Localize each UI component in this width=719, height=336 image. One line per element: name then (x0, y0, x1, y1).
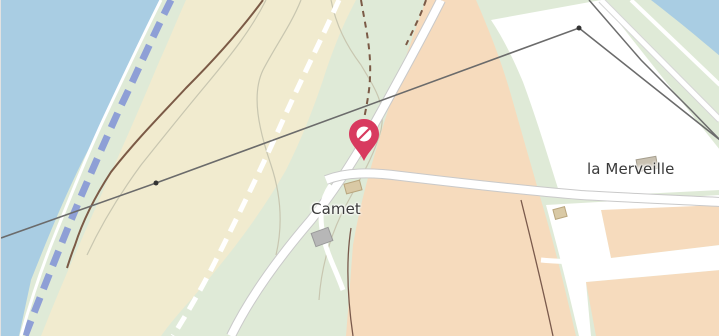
location-pin-icon[interactable] (347, 117, 381, 163)
place-label-la-merveille: la Merveille (587, 160, 675, 178)
riverbank-road (19, 0, 163, 336)
brown-track (66, 0, 264, 269)
peach-zone-right (601, 200, 719, 258)
right-road-1-fill (599, 0, 719, 122)
place-label-camet: Camet (311, 200, 361, 218)
riverbank-embankment (21, 0, 175, 336)
east-road-fill (324, 169, 719, 206)
right-road-4 (588, 0, 719, 141)
building (635, 155, 659, 173)
peach-zone (346, 0, 576, 336)
power-pylon (153, 180, 159, 186)
river-top-right (651, 0, 719, 56)
white-lot-2 (546, 195, 719, 336)
contour-line (86, 0, 267, 256)
contour-line (256, 0, 302, 256)
power-pylon (576, 25, 582, 31)
boundary-line (347, 227, 354, 336)
building (343, 179, 363, 195)
building (310, 226, 334, 248)
power-line (1, 27, 719, 239)
building (552, 206, 568, 220)
right-road-2 (629, 0, 719, 87)
peach-zone-bottom-right (586, 270, 719, 336)
right-road-3 (540, 255, 719, 265)
boundary-line (520, 199, 554, 336)
white-lot-1 (491, 0, 719, 198)
brown-track-dashed-2 (405, 0, 427, 46)
